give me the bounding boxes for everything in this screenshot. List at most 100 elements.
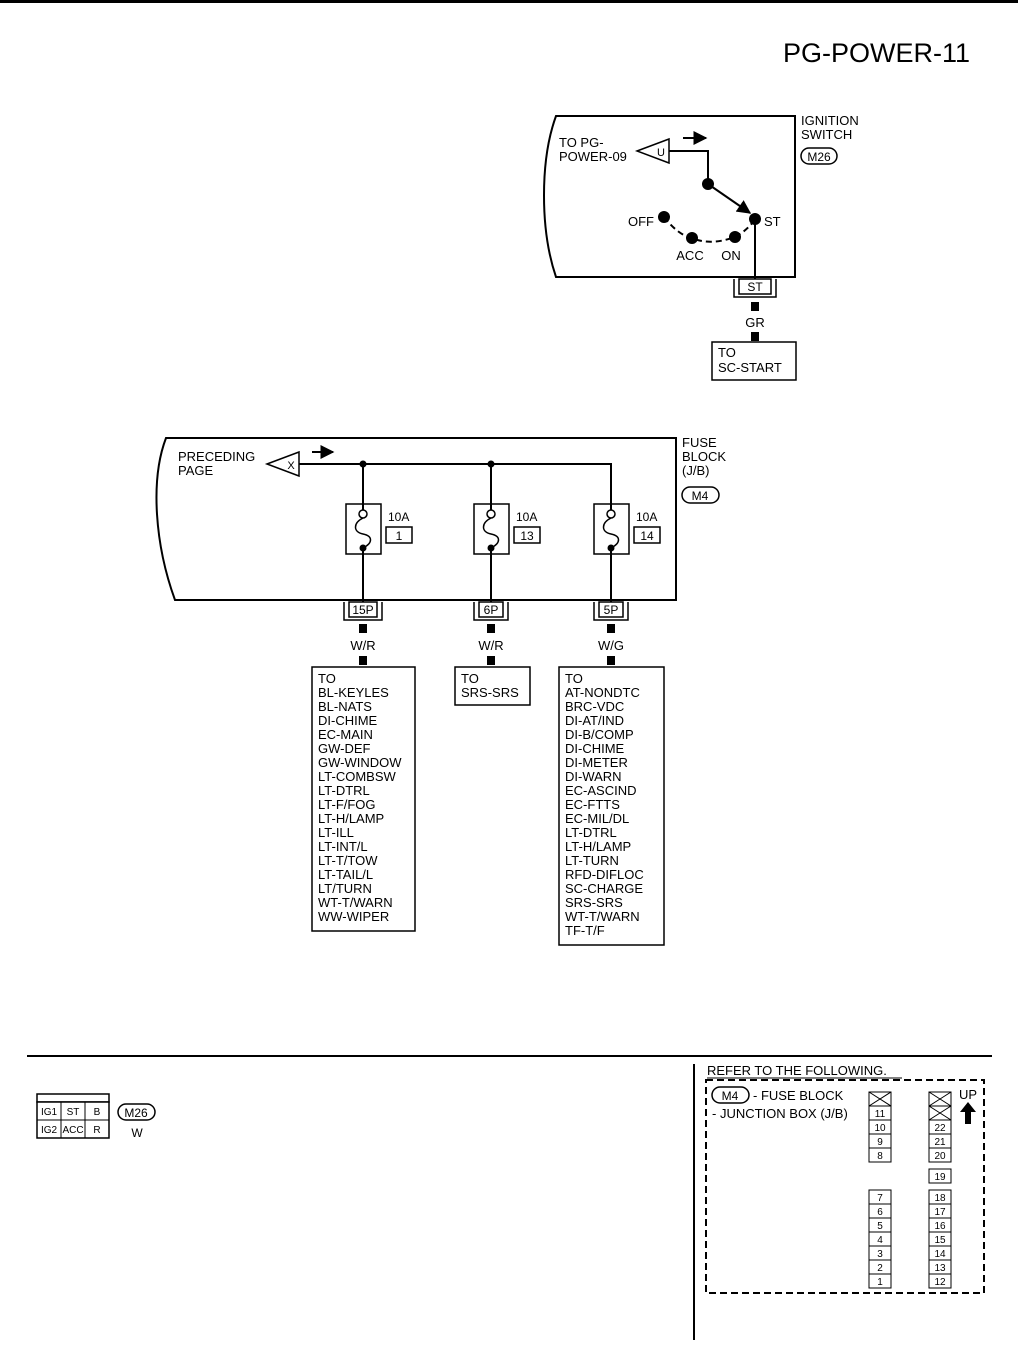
destination-item: EC-ASCIND <box>565 783 637 798</box>
fuse-slot-20: 20 <box>928 1147 952 1163</box>
svg-text:12: 12 <box>934 1277 946 1288</box>
fuse-slot-21: 21 <box>928 1133 952 1149</box>
destination-box <box>711 341 797 381</box>
destination-item: BRC-VDC <box>565 699 624 714</box>
destination-item: SRS-SRS <box>565 895 623 910</box>
destination-item: GW-WINDOW <box>318 755 402 770</box>
destination-item: DI-B/COMP <box>565 727 634 742</box>
destination-item: SC-CHARGE <box>565 881 643 896</box>
svg-text:9: 9 <box>877 1137 883 1148</box>
destination-item: GW-DEF <box>318 741 371 756</box>
svg-text:2: 2 <box>877 1263 883 1274</box>
destination-box <box>558 666 665 946</box>
svg-text:13: 13 <box>934 1263 946 1274</box>
destination-item: WT-T/WARN <box>318 895 393 910</box>
pin-st: ST <box>67 1107 80 1118</box>
fuse-slot-12: 12 <box>928 1273 952 1289</box>
to-pg-power-09-label: TO PG-POWER-09 <box>559 135 627 164</box>
svg-text:3: 3 <box>877 1249 883 1260</box>
destination-item: LT-H/LAMP <box>565 839 631 854</box>
destination-item: WT-T/WARN <box>565 909 640 924</box>
refer-line-1: - FUSE BLOCK <box>753 1088 844 1103</box>
wire-color-gr: GR <box>745 315 765 330</box>
fuse-number: 1 <box>396 529 403 543</box>
destination-item: SRS-SRS <box>461 685 519 700</box>
connector-badge-m26: M26 <box>800 147 838 165</box>
destination-item: DI-CHIME <box>318 713 378 728</box>
fuse-slot-4: 4 <box>868 1231 892 1247</box>
svg-text:22: 22 <box>934 1123 946 1134</box>
destination-item: LT-TURN <box>565 853 619 868</box>
terminal-label: 6P <box>484 603 499 617</box>
refer-heading: REFER TO THE FOLLOWING. <box>707 1063 887 1078</box>
refer-dashed-box <box>705 1079 985 1294</box>
fuse-number: 14 <box>640 529 654 543</box>
destination-item: LT-H/LAMP <box>318 811 384 826</box>
svg-text:14: 14 <box>934 1249 946 1260</box>
destination-item: LT-DTRL <box>318 783 370 798</box>
destination-item: EC-FTTS <box>565 797 620 812</box>
svg-text:4: 4 <box>877 1235 883 1246</box>
st-label: ST <box>764 214 781 229</box>
fuse-slot-14: 14 <box>928 1245 952 1261</box>
fuse-block-box <box>155 437 677 601</box>
acc-label: ACC <box>676 248 703 263</box>
destination-item: LT-ILL <box>318 825 354 840</box>
svg-text:8: 8 <box>877 1151 883 1162</box>
terminal-st: ST <box>733 278 777 298</box>
svg-text:5: 5 <box>877 1221 883 1232</box>
destination-item: EC-MIL/DL <box>565 811 629 826</box>
connector-id: M26 <box>124 1106 148 1120</box>
fuse-slot-11: 11 <box>868 1105 892 1121</box>
fuse-rating: 10A <box>516 510 537 524</box>
fuse-slot-18: 18 <box>928 1189 952 1205</box>
svg-text:M4: M4 <box>692 489 709 503</box>
destination-item: DI-CHIME <box>565 741 625 756</box>
page-id: PG-POWER-11 <box>783 38 970 68</box>
fuse-slot-6: 6 <box>868 1203 892 1219</box>
fuse-slot-2: 2 <box>868 1259 892 1275</box>
fuse-slot-9: 9 <box>868 1133 892 1149</box>
destination-item: LT/TURN <box>318 881 372 896</box>
blank-slot <box>868 1091 892 1107</box>
connector-badge-m4: M4 <box>681 486 720 504</box>
connection-arrow-u-label: U <box>657 147 665 159</box>
wire-color: W/R <box>478 638 503 653</box>
fuse-slot-5: 5 <box>868 1217 892 1233</box>
svg-text:1: 1 <box>877 1277 883 1288</box>
fuse-slot-7: 7 <box>868 1189 892 1205</box>
destination-box <box>454 666 531 706</box>
destination-item: TO <box>318 671 336 686</box>
destination-item: TF-T/F <box>565 923 605 938</box>
fuse-slot-10: 10 <box>868 1119 892 1135</box>
fuse-slot-16: 16 <box>928 1217 952 1233</box>
refer-line-2: - JUNCTION BOX (J/B) <box>712 1106 848 1121</box>
svg-text:17: 17 <box>934 1207 946 1218</box>
switch-arc <box>663 216 756 243</box>
on-contact <box>729 231 741 243</box>
destination-item: BL-KEYLES <box>318 685 389 700</box>
fuse-rating: 10A <box>636 510 657 524</box>
acc-contact <box>686 232 698 244</box>
blank-slot <box>928 1105 952 1121</box>
destination-item: BL-NATS <box>318 699 372 714</box>
fuse-slot-17: 17 <box>928 1203 952 1219</box>
destination-item: TO <box>565 671 583 686</box>
svg-text:ST: ST <box>747 280 763 294</box>
destination-item: LT-INT/L <box>318 839 368 854</box>
pin-r: R <box>93 1125 100 1136</box>
destination-item: RFD-DIFLOC <box>565 867 644 882</box>
svg-text:11: 11 <box>875 1109 886 1120</box>
pin-ig2: IG2 <box>41 1125 58 1136</box>
destination-item: AT-NONDTC <box>565 685 640 700</box>
destination-item: DI-AT/IND <box>565 713 624 728</box>
